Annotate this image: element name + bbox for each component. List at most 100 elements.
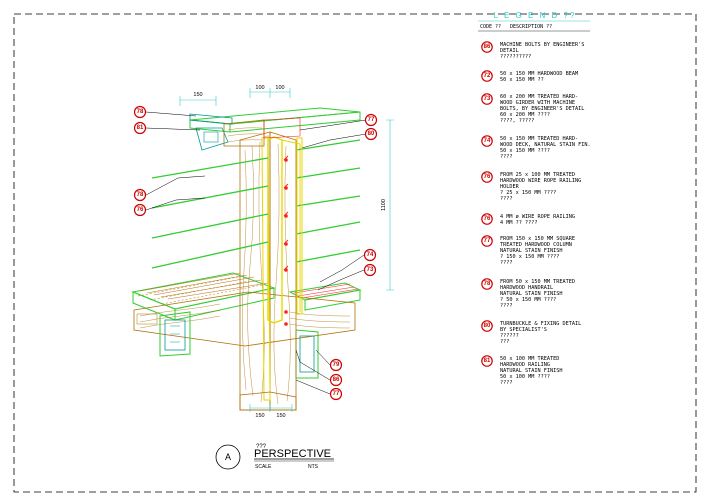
wire-rope-railing — [151, 139, 361, 269]
legend-desc-line: NATURAL STAIN FINISH — [500, 368, 562, 374]
legend-desc-line: TURNBUCKLE & FIXING DETAIL — [500, 321, 581, 327]
dim-height: 1100 — [381, 199, 387, 211]
legend-desc-line: 50 x 150 MM HARDWOOD BEAM — [500, 71, 578, 77]
legend-desc-line: ? 150 x 150 MM ???? — [500, 254, 559, 260]
legend-code: 72 — [484, 73, 491, 79]
dim-top-left: 150 — [193, 92, 202, 98]
title-cn: ??? — [256, 444, 267, 450]
legend-code-bubble — [481, 355, 493, 367]
svg-text:78: 78 — [137, 192, 144, 198]
legend-desc-line: 50 x 150 MM TREATED HARD- — [500, 136, 578, 142]
legend-desc-line: FROM 150 x 150 MM SQUARE — [500, 236, 575, 242]
legend-desc-line: FROM 50 x 150 MM TREATED — [500, 279, 575, 285]
legend-desc-line: DETAIL — [500, 48, 519, 54]
legend-desc-line: 60 x 200 MM TREATED HARD- — [500, 94, 578, 100]
legend-desc-line: HARDWOOD WIRE ROPE RAILING — [500, 178, 581, 184]
legend-code-bubble — [481, 70, 493, 82]
legend-code-bubble — [481, 41, 493, 53]
callout-right-7: 77 — [329, 387, 343, 401]
legend-desc-line: BOLTS, BY ENGINEER'S DETAIL — [500, 106, 584, 112]
callout-right-3: 74 — [363, 248, 377, 262]
section-marker — [215, 444, 241, 470]
legend-code: 76 — [484, 174, 491, 180]
callout-right-4: 73 — [363, 263, 377, 277]
legend-code: 74 — [484, 138, 491, 144]
dim-bot-left: 150 — [255, 413, 264, 419]
legend-desc-line: TREATED HARDWOOD COLUMN — [500, 242, 572, 248]
svg-text:81: 81 — [137, 125, 144, 131]
legend-desc-line: NATURAL STAIN FINISH — [500, 291, 562, 297]
legend-desc-line: 50 x 100 MM TREATED — [500, 356, 559, 362]
svg-text:79: 79 — [333, 362, 340, 368]
legend-desc-line: ???? — [500, 196, 513, 202]
drawing-title: PERSPECTIVE — [254, 448, 331, 460]
svg-text:78: 78 — [137, 109, 144, 115]
handrail — [189, 107, 361, 151]
legend-desc-line: ????, ????? — [500, 118, 534, 124]
legend-title: L E G E N D ?? — [494, 11, 577, 20]
legend-code: 77 — [484, 238, 491, 244]
rope-holder — [296, 137, 303, 315]
legend-desc-line: NATURAL STAIN FINISH — [500, 248, 562, 254]
legend-code-bubble — [481, 213, 493, 225]
legend-desc-line: 60 x 200 MM ???? — [500, 112, 550, 118]
legend-desc-line: BY SPECIALIST'S — [500, 327, 547, 333]
svg-text:76: 76 — [137, 207, 144, 213]
legend-desc-line: 50 x 150 MM ???? — [500, 148, 550, 154]
legend-col-code: CODE ?? — [480, 24, 501, 30]
legend-desc-line: ? 25 x 150 MM ???? — [500, 190, 556, 196]
svg-text:77: 77 — [333, 391, 340, 397]
leader-lines — [145, 111, 367, 395]
title-block: A ??? PERSPECTIVE SCALE NTS — [215, 444, 334, 470]
scale-label: SCALE — [255, 464, 272, 470]
legend-desc-line: WOOD GIRDER WITH MACHINE — [500, 100, 575, 106]
legend-code: 80 — [484, 323, 491, 329]
legend-desc-line: 50 x 150 MM ?? — [500, 77, 544, 83]
legend-code-bubble — [481, 278, 493, 290]
legend-col-desc: DESCRIPTION ?? — [510, 24, 552, 30]
callout-right-1: 77 — [364, 113, 378, 127]
svg-text:74: 74 — [367, 252, 374, 258]
main-column — [239, 131, 301, 411]
legend-desc-line: ???? — [500, 380, 513, 386]
legend-item: 73 60 x 200 MM TREATED HARD-WOOD GIRDER W… — [481, 93, 584, 124]
dim-bot-right: 150 — [276, 413, 285, 419]
scale-value: NTS — [308, 464, 319, 470]
legend-desc-line: MACHINE BOLTS BY ENGINEER'S — [500, 42, 584, 48]
legend-desc-line: ??? — [500, 339, 509, 345]
svg-text:86: 86 — [333, 377, 340, 383]
callout-right-2: 80 — [364, 127, 378, 141]
callout-right-5: 79 — [329, 358, 343, 372]
legend-code: 73 — [484, 96, 491, 102]
svg-text:73: 73 — [367, 267, 374, 273]
legend-desc-line: 50 x 100 MM ???? — [500, 374, 550, 380]
legend-desc-line: HOLDER — [500, 184, 520, 190]
legend-desc-line: HARDWOOD RAILING — [500, 362, 550, 368]
callout-left-1: 78 — [133, 105, 147, 119]
dimensions — [179, 88, 394, 412]
legend-code-bubble — [481, 235, 493, 247]
svg-text:80: 80 — [368, 131, 375, 137]
legend-code-bubble — [481, 171, 493, 183]
legend-code-bubble — [481, 320, 493, 332]
legend-code: 78 — [484, 281, 491, 287]
callout-right-6: 86 — [329, 373, 343, 387]
legend-code-bubble — [481, 93, 493, 105]
legend-desc-line: ???? — [500, 303, 513, 309]
legend-desc-line: 4 MM ø WIRE ROPE RAILING — [500, 214, 575, 220]
legend-code: 76 — [484, 216, 491, 222]
svg-text:77: 77 — [368, 117, 375, 123]
legend-desc-line: HARDWOOD HANDRAIL — [500, 285, 553, 291]
callout-left-2: 81 — [133, 121, 147, 135]
legend-desc-line: ?????????? — [500, 54, 531, 60]
